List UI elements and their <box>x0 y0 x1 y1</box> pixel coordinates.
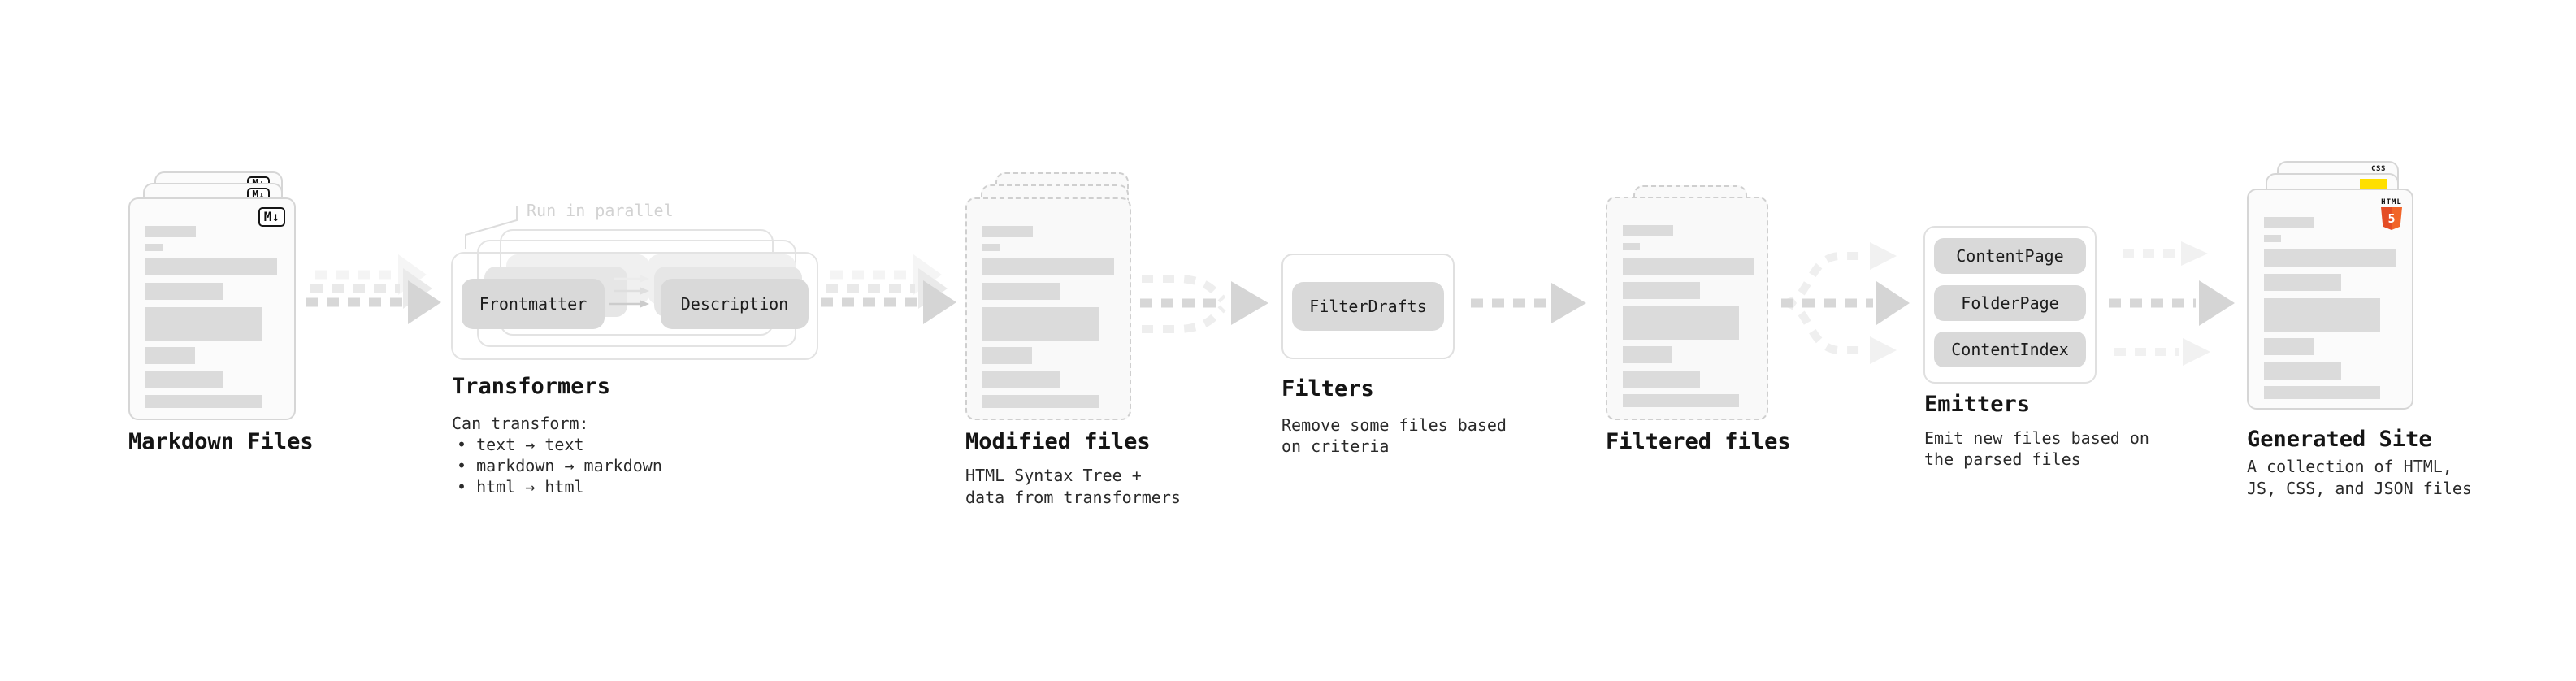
document-text-placeholder <box>967 226 1130 408</box>
modified-files-label: Modified files <box>965 429 1151 454</box>
flow-arrow-transformers-to-modified <box>821 254 956 324</box>
css-icon-label: CSS <box>2371 165 2386 173</box>
html5-shield: 5 <box>2381 207 2402 230</box>
flow-arrow-modified-to-filters <box>1140 275 1268 333</box>
description-line: on criteria <box>1281 436 1390 456</box>
emitters-label: Emitters <box>1924 392 2031 417</box>
transformer-internal-arrows <box>609 275 649 308</box>
generated-site-description: A collection of HTML, JS, CSS, and JSON … <box>2247 456 2472 500</box>
filtered-files-label: Filtered files <box>1606 429 1791 454</box>
run-in-parallel-note: Run in parallel <box>527 201 674 220</box>
modified-files-description: HTML Syntax Tree + data from transformer… <box>965 465 1181 509</box>
flow-arrow-filtered-to-emitters <box>1781 242 1910 364</box>
html5-icon: HTML 5 <box>2381 198 2402 230</box>
markdown-icon: M↓ <box>258 207 285 227</box>
description-line: Emit new files based on <box>1924 428 2149 448</box>
generated-site-card-html: HTML 5 <box>2247 189 2413 410</box>
flow-arrow-filters-to-filtered <box>1471 283 1586 323</box>
markdown-files-label: Markdown Files <box>128 429 314 454</box>
modified-file-card-front <box>965 197 1131 420</box>
description-line: HTML Syntax Tree + <box>965 466 1142 485</box>
flow-arrow-emitters-to-generated <box>2109 241 2235 366</box>
folderpage-emitter-chip: FolderPage <box>1934 285 2086 321</box>
html5-icon-label: HTML <box>2381 198 2402 206</box>
contentpage-emitter-chip: ContentPage <box>1934 238 2086 274</box>
filterdrafts-chip: FilterDrafts <box>1292 282 1444 331</box>
transformers-bullet-list: • text → text • markdown → markdown • ht… <box>457 434 662 497</box>
filters-description: Remove some files based on criteria <box>1281 414 1507 457</box>
transformers-description-title: Can transform: <box>452 414 589 433</box>
bullet-item: • html → html <box>457 477 584 497</box>
description-line: JS, CSS, and JSON files <box>2247 479 2472 498</box>
html5-shield-number: 5 <box>2387 211 2396 226</box>
run-in-parallel-callout-line <box>465 206 518 249</box>
generated-site-label: Generated Site <box>2247 427 2432 452</box>
description-line: Remove some files based <box>1281 415 1507 435</box>
emitters-description: Emit new files based on the parsed files <box>1924 427 2149 470</box>
description-line: the parsed files <box>1924 449 2081 469</box>
transformer-group-front <box>451 252 818 360</box>
contentindex-emitter-chip: ContentIndex <box>1934 332 2086 367</box>
filtered-file-card-front <box>1606 197 1768 420</box>
document-text-placeholder <box>130 226 294 408</box>
description-transformer-chip: Description <box>661 279 809 329</box>
frontmatter-transformer-chip: Frontmatter <box>462 279 605 329</box>
document-text-placeholder <box>1607 225 1767 407</box>
bullet-item: • text → text <box>457 435 584 454</box>
markdown-file-card-front: M↓ <box>128 197 296 420</box>
description-line: A collection of HTML, <box>2247 457 2452 476</box>
document-text-placeholder <box>2249 217 2412 399</box>
flow-arrow-markdown-to-transformers <box>306 254 441 324</box>
bullet-item: • markdown → markdown <box>457 456 662 475</box>
filters-label: Filters <box>1281 376 1374 401</box>
transformers-label: Transformers <box>452 374 611 399</box>
description-line: data from transformers <box>965 488 1181 507</box>
